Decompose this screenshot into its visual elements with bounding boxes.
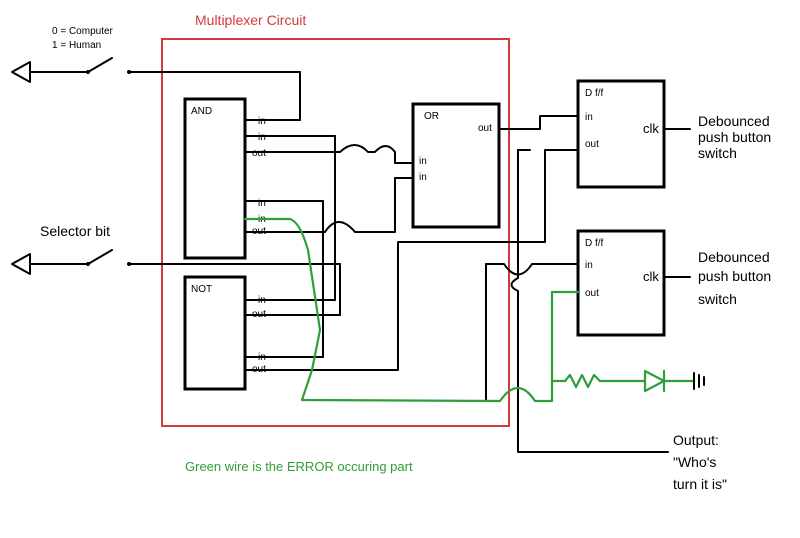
dff-top-pin-clk: clk bbox=[643, 121, 659, 136]
legend-human: 1 = Human bbox=[52, 40, 101, 51]
selector-input: Selector bit bbox=[11, 223, 341, 275]
dff-bottom-title: D f/f bbox=[585, 238, 604, 249]
or-pin-in-1: in bbox=[419, 156, 427, 167]
output-label-line1: Output: bbox=[673, 432, 719, 448]
debounce-top-label: Debounced push button switch bbox=[698, 113, 771, 161]
debounce-bottom-line3: switch bbox=[698, 291, 737, 307]
selector-switch-lever bbox=[87, 249, 113, 265]
dff-bottom: D f/f in out clk bbox=[576, 229, 666, 337]
debounce-bottom-label: Debounced push button switch bbox=[698, 249, 771, 307]
debounce-top-line1: Debounced bbox=[698, 113, 770, 129]
mode-input-arrow-icon bbox=[11, 61, 31, 83]
legend-computer: 0 = Computer bbox=[52, 26, 114, 37]
output-label: Output: "Who's turn it is" bbox=[673, 432, 727, 492]
and-gate: AND in in out in in out bbox=[183, 97, 266, 260]
and-pin-in-3: in bbox=[258, 198, 266, 209]
multiplexer-boundary bbox=[161, 38, 510, 427]
or-pin-out: out bbox=[478, 123, 492, 134]
and-pin-in-1: in bbox=[258, 116, 266, 127]
resistor-icon bbox=[563, 373, 602, 389]
and-pin-in-2: in bbox=[258, 132, 266, 143]
or-pin-in-2: in bbox=[419, 172, 427, 183]
selector-arrow-icon bbox=[11, 253, 31, 275]
output-label-line3: turn it is" bbox=[673, 476, 727, 492]
dff-bottom-pin-in: in bbox=[585, 260, 593, 271]
led-diode-icon bbox=[643, 369, 666, 393]
dff-bottom-pin-out: out bbox=[585, 288, 599, 299]
debounce-top-line3: switch bbox=[698, 145, 737, 161]
debounce-bottom-line1: Debounced bbox=[698, 249, 770, 265]
dff-top-title: D f/f bbox=[585, 88, 604, 99]
not-gate: NOT in out in out bbox=[183, 275, 266, 391]
debounce-top-line2: push button bbox=[698, 129, 771, 145]
error-wiring bbox=[243, 217, 696, 403]
mux-wiring bbox=[244, 115, 669, 453]
output-label-line2: "Who's bbox=[673, 454, 716, 470]
selector-label: Selector bit bbox=[40, 223, 110, 239]
dff-bottom-pin-clk: clk bbox=[643, 269, 659, 284]
debounce-bottom-line2: push button bbox=[698, 268, 771, 284]
mode-switch-lever bbox=[87, 57, 113, 73]
not-title: NOT bbox=[191, 284, 212, 295]
or-title: OR bbox=[424, 111, 439, 122]
and-pin-out-1: out bbox=[252, 148, 266, 159]
dff-top-pin-out: out bbox=[585, 139, 599, 150]
or-gate: OR out in in bbox=[411, 102, 501, 229]
error-note: Green wire is the ERROR occuring part bbox=[185, 459, 413, 474]
multiplexer-title: Multiplexer Circuit bbox=[195, 12, 306, 28]
ground-icon bbox=[693, 372, 705, 390]
and-title: AND bbox=[191, 106, 212, 117]
dff-top-pin-in: in bbox=[585, 112, 593, 123]
mode-input bbox=[11, 57, 301, 121]
dff-top: D f/f in out clk bbox=[576, 79, 666, 189]
